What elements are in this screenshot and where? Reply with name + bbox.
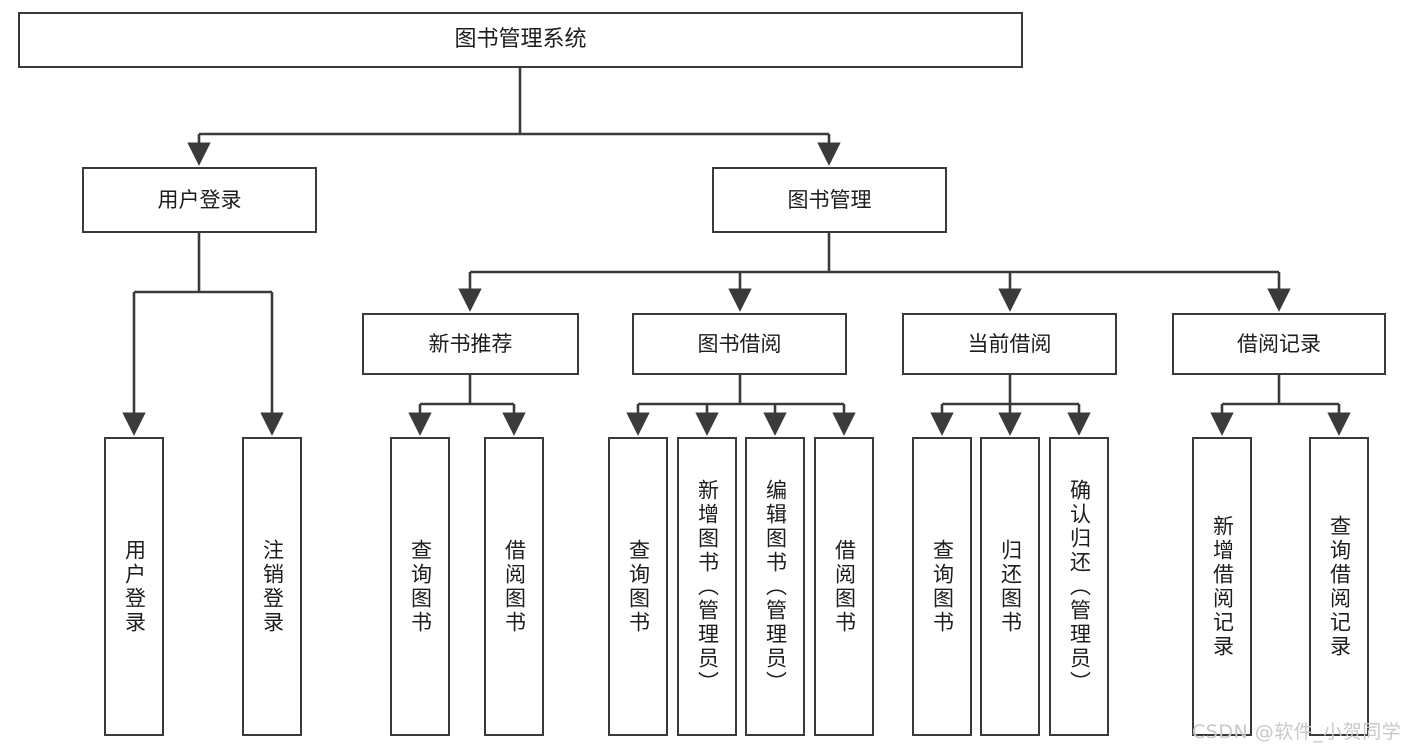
node-leaf-borrow-book[interactable]: 借阅图书 [814, 437, 874, 736]
node-label: 用户登录 [122, 538, 147, 635]
node-current-borrow[interactable]: 当前借阅 [902, 313, 1117, 375]
node-leaf-query-book-borrow[interactable]: 查询图书 [608, 437, 668, 736]
node-label: 编辑图书（管理员） [763, 478, 788, 695]
node-label: 注销登录 [260, 538, 285, 635]
node-borrow-record[interactable]: 借阅记录 [1172, 313, 1386, 375]
node-leaf-query-book-recommend[interactable]: 查询图书 [390, 437, 450, 736]
node-leaf-borrow-book-recommend[interactable]: 借阅图书 [484, 437, 544, 736]
node-label: 借阅图书 [832, 538, 857, 635]
node-leaf-user-logout[interactable]: 注销登录 [242, 437, 302, 736]
node-leaf-query-borrow-record[interactable]: 查询借阅记录 [1309, 437, 1369, 736]
node-label: 新增借阅记录 [1210, 514, 1235, 659]
node-label: 查询图书 [626, 538, 651, 635]
node-label: 图书管理 [787, 187, 872, 212]
watermark-text: CSDN @软件_小贺同学 [1192, 721, 1402, 743]
node-label: 查询图书 [408, 538, 433, 635]
node-user-login[interactable]: 用户登录 [82, 167, 317, 233]
node-label: 归还图书 [998, 538, 1023, 635]
node-label: 当前借阅 [967, 331, 1052, 356]
node-label: 新书推荐 [428, 331, 513, 356]
node-leaf-user-login[interactable]: 用户登录 [104, 437, 164, 736]
node-label: 新增图书（管理员） [695, 478, 720, 695]
node-label: 查询图书 [930, 538, 955, 635]
node-label: 查询借阅记录 [1327, 514, 1352, 659]
node-leaf-add-book[interactable]: 新增图书（管理员） [677, 437, 737, 736]
node-leaf-confirm-return[interactable]: 确认归还（管理员） [1049, 437, 1109, 736]
node-label: 确认归还（管理员） [1067, 478, 1092, 695]
node-leaf-return-book[interactable]: 归还图书 [980, 437, 1040, 736]
node-label: 图书借阅 [697, 331, 782, 356]
node-book-borrow[interactable]: 图书借阅 [632, 313, 847, 375]
node-label: 借阅图书 [502, 538, 527, 635]
node-root-book-management-system[interactable]: 图书管理系统 [18, 12, 1023, 68]
node-label: 用户登录 [157, 187, 242, 212]
node-label: 借阅记录 [1237, 331, 1321, 356]
node-leaf-add-borrow-record[interactable]: 新增借阅记录 [1192, 437, 1252, 736]
node-leaf-edit-book[interactable]: 编辑图书（管理员） [745, 437, 805, 736]
node-new-book-recommend[interactable]: 新书推荐 [362, 313, 579, 375]
node-leaf-query-book-current[interactable]: 查询图书 [912, 437, 972, 736]
node-book-management[interactable]: 图书管理 [712, 167, 947, 233]
node-label: 图书管理系统 [454, 27, 587, 53]
